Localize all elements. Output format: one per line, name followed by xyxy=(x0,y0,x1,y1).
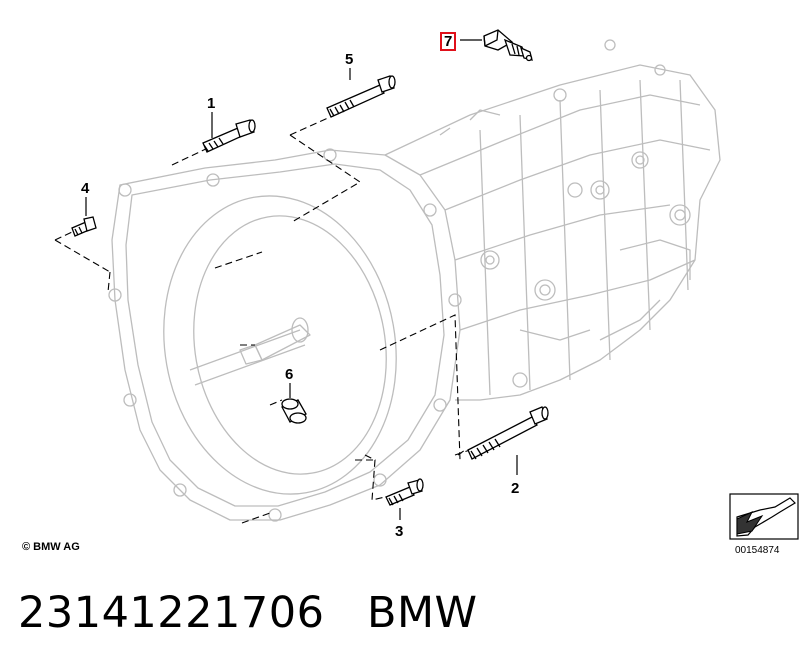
part-number: 23141221706 xyxy=(18,588,325,638)
callout-3: 3 xyxy=(395,523,404,540)
transmission-housing xyxy=(108,39,721,522)
part-5-bolt xyxy=(326,75,396,118)
callout-lines xyxy=(85,39,518,520)
diagram-reference-number: 00154874 xyxy=(735,545,780,556)
part-2-bolt xyxy=(467,406,549,460)
nav-arrow-box xyxy=(729,493,799,540)
part-6-sleeve xyxy=(281,398,307,424)
transmission-exploded-diagram xyxy=(54,29,799,540)
callout-4: 4 xyxy=(81,180,90,197)
caption: 23141221706 BMW xyxy=(18,588,478,638)
brand-name: BMW xyxy=(366,588,478,638)
callout-6: 6 xyxy=(285,366,294,383)
callout-1: 1 xyxy=(207,95,216,112)
copyright-notice: © BMW AG xyxy=(22,541,80,553)
callout-7-highlighted: 7 xyxy=(440,32,457,51)
part-4-screw xyxy=(71,216,97,237)
leader-lines xyxy=(54,117,471,524)
part-3-bolt xyxy=(385,478,424,506)
part-1-bolt xyxy=(202,119,256,153)
callout-5: 5 xyxy=(345,51,354,68)
part-7-sensor xyxy=(483,29,533,62)
callout-2: 2 xyxy=(511,480,520,497)
